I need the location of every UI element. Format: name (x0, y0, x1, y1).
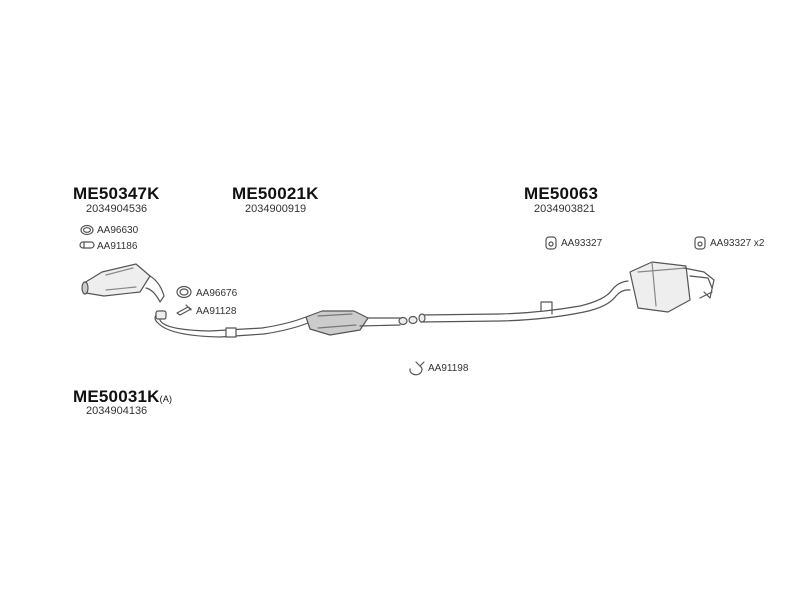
rear-silencer (629, 261, 715, 313)
front-down-pipe (154, 310, 309, 338)
front-pipe-number: 2034904536 (86, 203, 148, 215)
rubber-hanger-icon (545, 236, 557, 250)
down-pipe-suffix: (A) (159, 394, 173, 404)
rubber-hanger-icon (694, 236, 706, 250)
down-pipe-code: ME50031K(A) (73, 387, 172, 407)
hanger-1-label: AA93327 (561, 238, 603, 249)
front-catalyst (81, 263, 165, 303)
ring-seal-icon (176, 285, 192, 299)
ring-2-label: AA96676 (196, 288, 238, 299)
rear-pipe (418, 280, 631, 323)
bolt-icon (176, 304, 192, 316)
middle-cat-number: 2034900919 (245, 203, 307, 215)
clamp-icon (79, 241, 95, 249)
down-pipe-code-text: ME50031K (73, 387, 160, 406)
ring-seal-icon (80, 224, 94, 236)
ring-1-label: AA96630 (97, 225, 139, 236)
rear-box-number: 2034903821 (534, 203, 596, 215)
hanger-2-label: AA93327 x2 (710, 238, 765, 249)
rear-box-code: ME50063 (524, 184, 599, 203)
middle-cat-code: ME50021K (232, 184, 319, 203)
clamp-icon (409, 361, 425, 376)
clamp-1-label: AA91186 (97, 241, 138, 252)
bolt-1-label: AA91128 (196, 306, 237, 317)
clamp-2-label: AA91198 (428, 363, 469, 374)
middle-catalyst (305, 310, 418, 336)
down-pipe-number: 2034904136 (86, 405, 148, 417)
front-pipe-code: ME50347K (73, 184, 160, 203)
